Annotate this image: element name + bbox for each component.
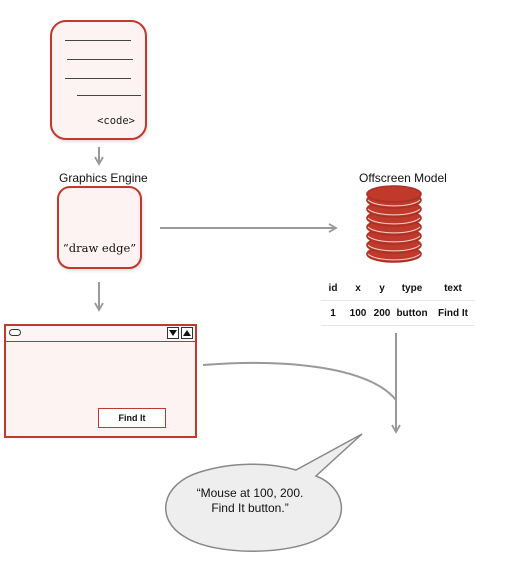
table-cell: Find It [431,300,475,326]
offscreen-model-table: id x y type text 1 100 200 button Find I… [321,276,475,326]
find-it-button[interactable]: Find It [98,408,166,428]
table-cell: 1 [321,300,345,326]
draw-edge-call: “draw edge” [62,241,137,255]
up-arrow-icon [181,327,193,339]
table-cell: 100 [345,300,371,326]
table-header-cell: type [393,276,431,301]
source-code-document: <code> [50,20,147,140]
table-cell: button [393,300,431,326]
table-cell: 200 [371,300,393,326]
code-line [65,40,131,41]
dropdown-arrow-icon [167,327,179,339]
table-header-cell: id [321,276,345,301]
window-grip-icon [9,329,21,336]
app-window-mockup: Find It [4,324,197,438]
code-line [65,78,131,79]
table-header-row: id x y type text [321,276,475,301]
graphics-engine-title: Graphics Engine [59,171,148,185]
speech-line: Find It button.” [211,501,289,515]
code-tag-label: <code> [97,115,135,127]
graphics-engine-box: “draw edge” [57,186,142,269]
code-line [67,59,133,60]
code-line [77,95,141,96]
offscreen-model-title: Offscreen Model [359,171,447,185]
speech-bubble [165,433,363,552]
curve-window-to-model [202,361,397,401]
table-row: 1 100 200 button Find It [321,300,475,326]
speech-bubble-text: “Mouse at 100, 200. Find It button.” [160,486,340,516]
speech-line: “Mouse at 100, 200. [196,486,304,500]
db-disk [366,185,422,203]
table-header-cell: y [371,276,393,301]
table-header-cell: text [431,276,475,301]
table-header-cell: x [345,276,371,301]
window-titlebar [6,326,195,342]
database-icon [366,185,422,263]
